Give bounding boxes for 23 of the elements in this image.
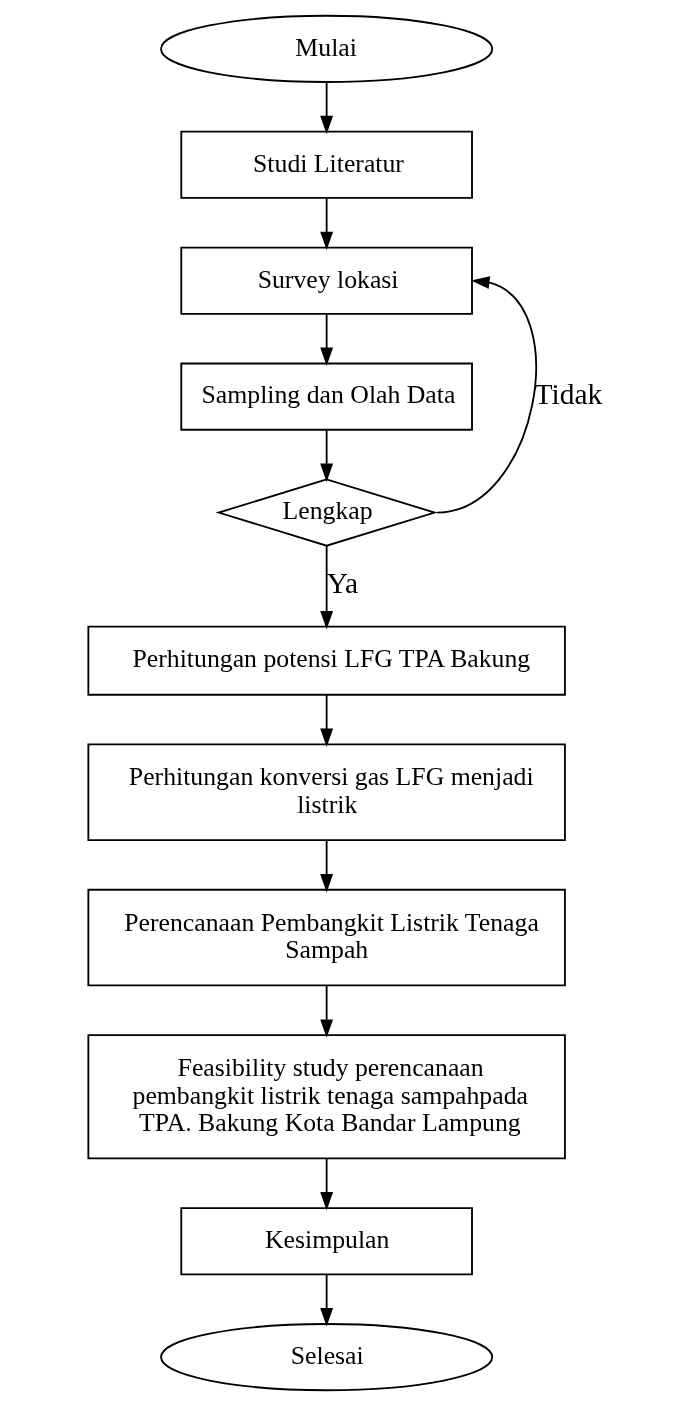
node-box: Perencanaan Pembangkit Listrik Tenaga Sampah [87, 888, 566, 987]
arrow [320, 985, 334, 1038]
arrow [320, 544, 334, 630]
arrow [320, 1274, 334, 1327]
node-box: Studi Literatur [180, 130, 473, 199]
node-ellipse: Selesai [160, 1323, 494, 1392]
edge-label: Tidak [534, 377, 603, 410]
arrow [320, 81, 334, 135]
node-box: Perhitungan konversi gas LFG menjadi listrik [87, 743, 566, 841]
arrow [320, 1158, 334, 1211]
node-ellipse: Mulai [160, 14, 494, 83]
node-box: Feasibility study perencanaan pembangkit listrik tenaga sampahpada TPA. Bakung Kota Bandar Lampung [87, 1034, 566, 1160]
node-box: Survey lokasi [180, 246, 473, 315]
node-diamond: Lengkap [215, 478, 438, 547]
arrow [320, 197, 334, 251]
arrow [436, 276, 537, 514]
node-box: Sampling dan Olah Data [180, 362, 473, 431]
arrow [320, 313, 334, 367]
node-box: Kesimpulan [180, 1207, 473, 1276]
arrow [320, 429, 334, 482]
arrow [320, 839, 334, 893]
node-box: Perhitungan potensi LFG TPA Bakung [87, 625, 566, 696]
arrow [320, 693, 334, 747]
